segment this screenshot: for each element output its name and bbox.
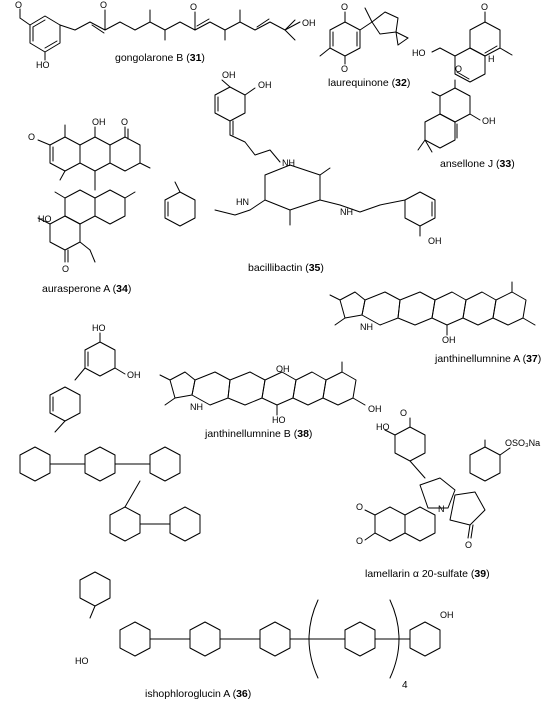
atom-oh-35c: OH xyxy=(428,236,442,246)
structure-38 xyxy=(159,361,366,416)
compound-label-34: aurasperone A (34) xyxy=(42,283,132,295)
atom-o-31c: O xyxy=(190,2,197,12)
atom-oso3na-39: OSO₃Na xyxy=(505,438,540,448)
atom-o-32b: O xyxy=(341,64,348,74)
atom-oh-38b: HO xyxy=(272,415,286,425)
atom-o-31b: O xyxy=(100,0,107,10)
atom-oh-35a: OH xyxy=(222,70,236,80)
compound-label-32: laurequinone (32) xyxy=(328,77,411,89)
atom-nh-35a: NH xyxy=(282,158,295,168)
structure-35 xyxy=(164,79,436,237)
compound-label-37: janthinellumnine A (37) xyxy=(435,353,542,365)
atom-o-39a: O xyxy=(400,408,407,418)
atom-ho-33: HO xyxy=(412,48,426,58)
atom-oh-33: OH xyxy=(482,116,496,126)
atom-h-33: H xyxy=(488,54,495,64)
structure-39 xyxy=(364,417,511,542)
atom-oh-36c: HO xyxy=(75,656,89,666)
atom-n-39: N xyxy=(438,504,445,514)
structure-37 xyxy=(329,281,536,336)
atom-o-33a: O xyxy=(481,2,488,12)
compound-label-38: janthinellumnine B (38) xyxy=(205,428,313,440)
atom-o-39c: O xyxy=(356,536,363,546)
atom-labels: O HO O O OH O O O HO O OH H OH O O HO O … xyxy=(15,0,540,691)
atom-oh-38c: OH xyxy=(368,404,382,414)
atom-nh-37: NH xyxy=(360,322,373,332)
atom-o-34a: O xyxy=(121,117,128,127)
atom-o-39b: O xyxy=(356,502,363,512)
atom-oh-34a: OH xyxy=(92,117,106,127)
structure-31 xyxy=(19,8,301,61)
structure-32 xyxy=(319,7,409,65)
atom-oh-37: OH xyxy=(442,335,456,345)
atom-nh-38: NH xyxy=(190,402,203,412)
compound-label-36: ishophloroglucin A (36) xyxy=(145,688,252,700)
atom-oh-36a: HO xyxy=(92,323,106,333)
atom-o-34b: O xyxy=(28,132,35,142)
atom-nh-35b: NH xyxy=(340,207,353,217)
atom-o-34c: O xyxy=(62,264,69,274)
atom-oh-36d: OH xyxy=(440,610,454,620)
compound-label-35: bacillibactin (35) xyxy=(248,262,324,274)
atom-oh-35b: OH xyxy=(258,80,272,90)
atom-oh-38a: OH xyxy=(276,364,290,374)
compound-label-39: lamellarin α 20-sulfate (39) xyxy=(365,568,490,580)
structure-36 xyxy=(19,332,441,679)
atom-oh-39: HO xyxy=(376,422,390,432)
atom-oh-36b: OH xyxy=(127,370,141,380)
structure-33 xyxy=(417,11,513,153)
structure-34 xyxy=(37,124,151,263)
compound-label-33: ansellone J (33) xyxy=(440,158,515,170)
repeat-subscript: 4 xyxy=(402,680,408,691)
atom-oh-31a: HO xyxy=(36,60,50,70)
compound-label-31: gongolarone B (31) xyxy=(115,52,205,64)
atom-hn-35: HN xyxy=(236,197,249,207)
atom-o-39d: O xyxy=(465,540,472,550)
atom-oh-31b: OH xyxy=(302,18,316,28)
atom-o-33b: O xyxy=(455,64,462,74)
atom-o-31: O xyxy=(15,0,22,10)
atom-oh-34b: HO xyxy=(38,214,52,224)
atom-o-32a: O xyxy=(341,2,348,12)
